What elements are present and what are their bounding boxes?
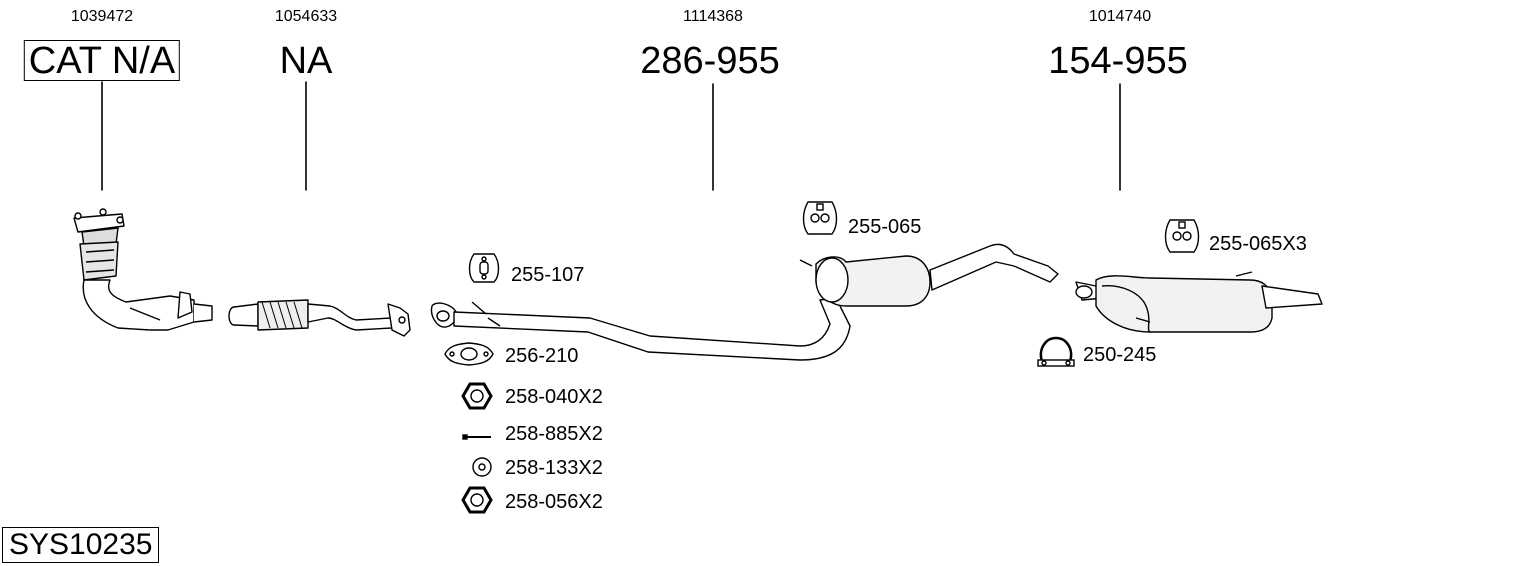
hex-nut-icon xyxy=(461,382,493,410)
hex-nut-icon xyxy=(461,486,493,514)
rubber-hanger-icon xyxy=(802,201,838,235)
accessory-label-255-107[interactable]: 255-107 xyxy=(511,264,585,286)
oe-number-middle-silencer: 1114368 xyxy=(683,8,743,25)
accessory-label-255-065x3[interactable]: 255-065X3 xyxy=(1209,233,1307,255)
rear-silencer-drawing xyxy=(1075,271,1323,333)
rubber-hanger-icon xyxy=(1164,219,1200,253)
part-code-catalyst[interactable]: CAT N/A xyxy=(23,40,181,81)
part-code-rear-silencer[interactable]: 154-955 xyxy=(1048,40,1188,82)
bolt-icon xyxy=(462,434,491,440)
part-code-middle-silencer[interactable]: 286-955 xyxy=(640,40,780,82)
accessory-label-250-245[interactable]: 250-245 xyxy=(1083,344,1157,366)
accessory-label-258-885x2[interactable]: 258-885X2 xyxy=(505,423,603,445)
washer-icon xyxy=(472,457,492,477)
catalytic-converter-drawing xyxy=(73,208,213,331)
oe-number-rear-silencer: 1014740 xyxy=(1088,8,1152,25)
oe-number-catalyst: 1039472 xyxy=(70,8,134,25)
accessory-label-258-056x2[interactable]: 258-056X2 xyxy=(505,491,603,513)
accessory-label-258-133x2[interactable]: 258-133X2 xyxy=(505,457,603,479)
front-pipe-drawing xyxy=(228,299,411,337)
system-code: SYS10235 xyxy=(2,527,160,563)
rubber-hanger-icon xyxy=(468,253,500,283)
flange-gasket-icon xyxy=(444,342,494,366)
pipe-clamp-icon xyxy=(1037,336,1075,367)
accessory-label-258-040x2[interactable]: 258-040X2 xyxy=(505,386,603,408)
middle-silencer-drawing xyxy=(430,243,1059,361)
accessory-label-256-210[interactable]: 256-210 xyxy=(505,345,579,367)
accessory-label-255-065[interactable]: 255-065 xyxy=(848,216,922,238)
oe-number-front-pipe: 1054633 xyxy=(274,8,338,25)
part-code-front-pipe[interactable]: NA xyxy=(279,40,333,82)
